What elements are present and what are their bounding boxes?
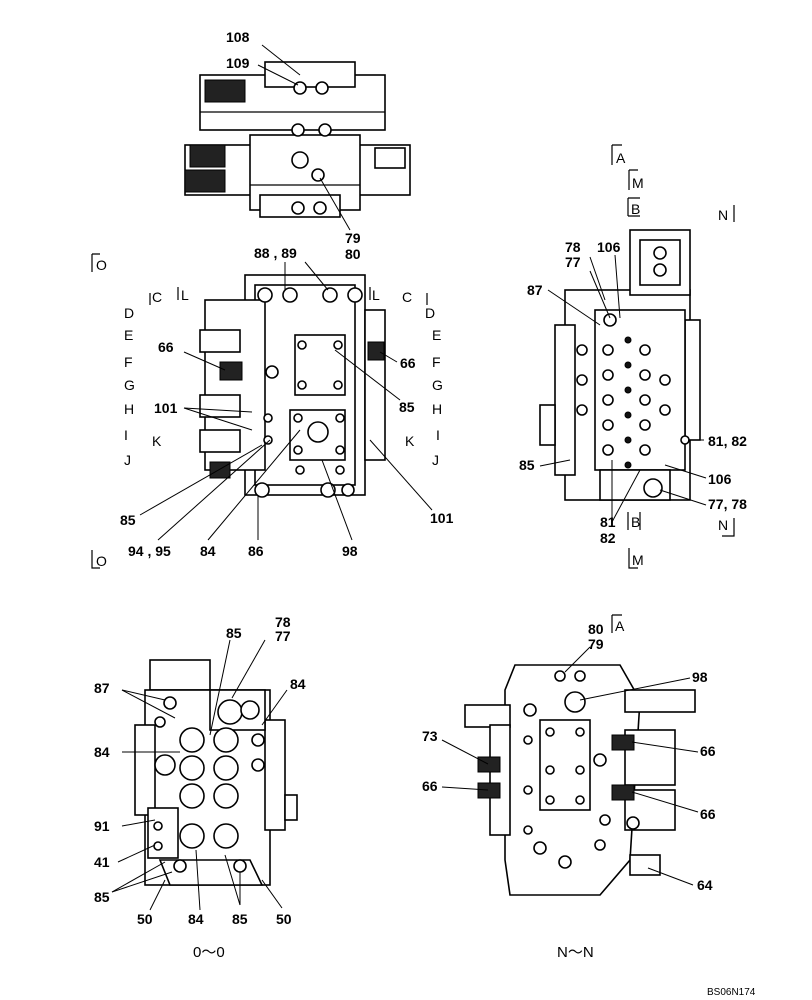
label-41: 41 [94, 854, 110, 870]
section-n-bottom: N [718, 517, 728, 533]
section-h-right: H [432, 401, 442, 417]
label-98: 98 [342, 543, 358, 559]
label-98: 98 [692, 669, 708, 685]
label-78: 78 [565, 239, 581, 255]
label-66-upper-right: 66 [700, 743, 716, 759]
section-marks-bottom-right [611, 614, 622, 633]
section-j-right: J [432, 452, 439, 468]
section-f-right: F [432, 354, 441, 370]
section-m-bottom: M [632, 552, 644, 568]
section-i-left: I [124, 427, 128, 443]
middle-left-leaders [139, 261, 433, 541]
section-f-left: F [124, 354, 133, 370]
bottom-left-leaders [111, 639, 288, 911]
middle-right-leaders [539, 254, 707, 523]
section-j-left: J [124, 452, 131, 468]
label-50-left: 50 [137, 911, 153, 927]
section-g-left: G [124, 377, 135, 393]
section-marks-middle-right [611, 144, 735, 569]
label-106-top: 106 [597, 239, 621, 255]
label-108: 108 [226, 29, 250, 45]
label-87: 87 [94, 680, 110, 696]
middle-right-drawing [539, 229, 701, 501]
label-84-right: 84 [290, 676, 306, 692]
label-85-left: 85 [94, 889, 110, 905]
label-66-left: 66 [422, 778, 438, 794]
middle-left-drawing [199, 274, 386, 498]
section-m-top: M [632, 175, 644, 191]
label-85-top: 85 [226, 625, 242, 641]
label-85-lower: 85 [120, 512, 136, 528]
bottom-right-drawing [464, 664, 696, 896]
label-85-right: 85 [399, 399, 415, 415]
label-84-bottom: 84 [188, 911, 204, 927]
bottom-left-drawing [134, 659, 298, 886]
label-50-right: 50 [276, 911, 292, 927]
section-g-right: G [432, 377, 443, 393]
label-77: 77 [275, 628, 291, 644]
label-106-bottom: 106 [708, 471, 732, 487]
top-view-drawing [184, 61, 411, 218]
label-80: 80 [588, 621, 604, 637]
view-caption-o-o: 0～0 [193, 944, 225, 961]
label-101-right: 101 [430, 510, 454, 526]
label-94-95: 94 , 95 [128, 543, 171, 559]
label-79: 79 [345, 230, 361, 246]
label-66-left: 66 [158, 339, 174, 355]
label-85: 85 [519, 457, 535, 473]
section-o-bottom: O [96, 553, 107, 569]
section-marks-middle-left [91, 253, 428, 569]
label-85-bottom: 85 [232, 911, 248, 927]
section-e-left: E [124, 327, 133, 343]
label-80: 80 [345, 246, 361, 262]
label-84: 84 [200, 543, 216, 559]
label-86: 86 [248, 543, 264, 559]
label-88-89: 88 , 89 [254, 245, 297, 261]
section-i-right: I [436, 427, 440, 443]
label-79: 79 [588, 636, 604, 652]
view-caption-n-n: N～N [557, 944, 594, 961]
label-64: 64 [697, 877, 713, 893]
section-c-right: C [402, 289, 412, 305]
top-view-leaders [257, 44, 351, 231]
label-87: 87 [527, 282, 543, 298]
label-73: 73 [422, 728, 438, 744]
label-81: 81 [600, 514, 616, 530]
section-k-right: K [405, 433, 415, 449]
label-101-left: 101 [154, 400, 178, 416]
label-66-right: 66 [400, 355, 416, 371]
section-d-left: D [124, 305, 134, 321]
section-b-bottom: B [631, 514, 640, 530]
section-a-bottom: A [615, 618, 625, 634]
section-h-left: H [124, 401, 134, 417]
section-a-top: A [616, 150, 626, 166]
section-l-left: L [181, 287, 189, 303]
section-d-right: D [425, 305, 435, 321]
label-77-78: 77, 78 [708, 496, 747, 512]
label-84-left: 84 [94, 744, 110, 760]
label-91: 91 [94, 818, 110, 834]
section-k-left: K [152, 433, 162, 449]
bottom-right-leaders [441, 646, 699, 886]
label-81-82-right: 81, 82 [708, 433, 747, 449]
section-e-right: E [432, 327, 441, 343]
section-o-top: O [96, 257, 107, 273]
drawing-code: BS06N174 [707, 987, 756, 998]
label-66-lower-right: 66 [700, 806, 716, 822]
label-82: 82 [600, 530, 616, 546]
section-l-right: L [372, 287, 380, 303]
label-109: 109 [226, 55, 250, 71]
section-n-top: N [718, 207, 728, 223]
label-77: 77 [565, 254, 581, 270]
section-c-left: C [152, 289, 162, 305]
label-78: 78 [275, 614, 291, 630]
section-b-top: B [631, 201, 640, 217]
